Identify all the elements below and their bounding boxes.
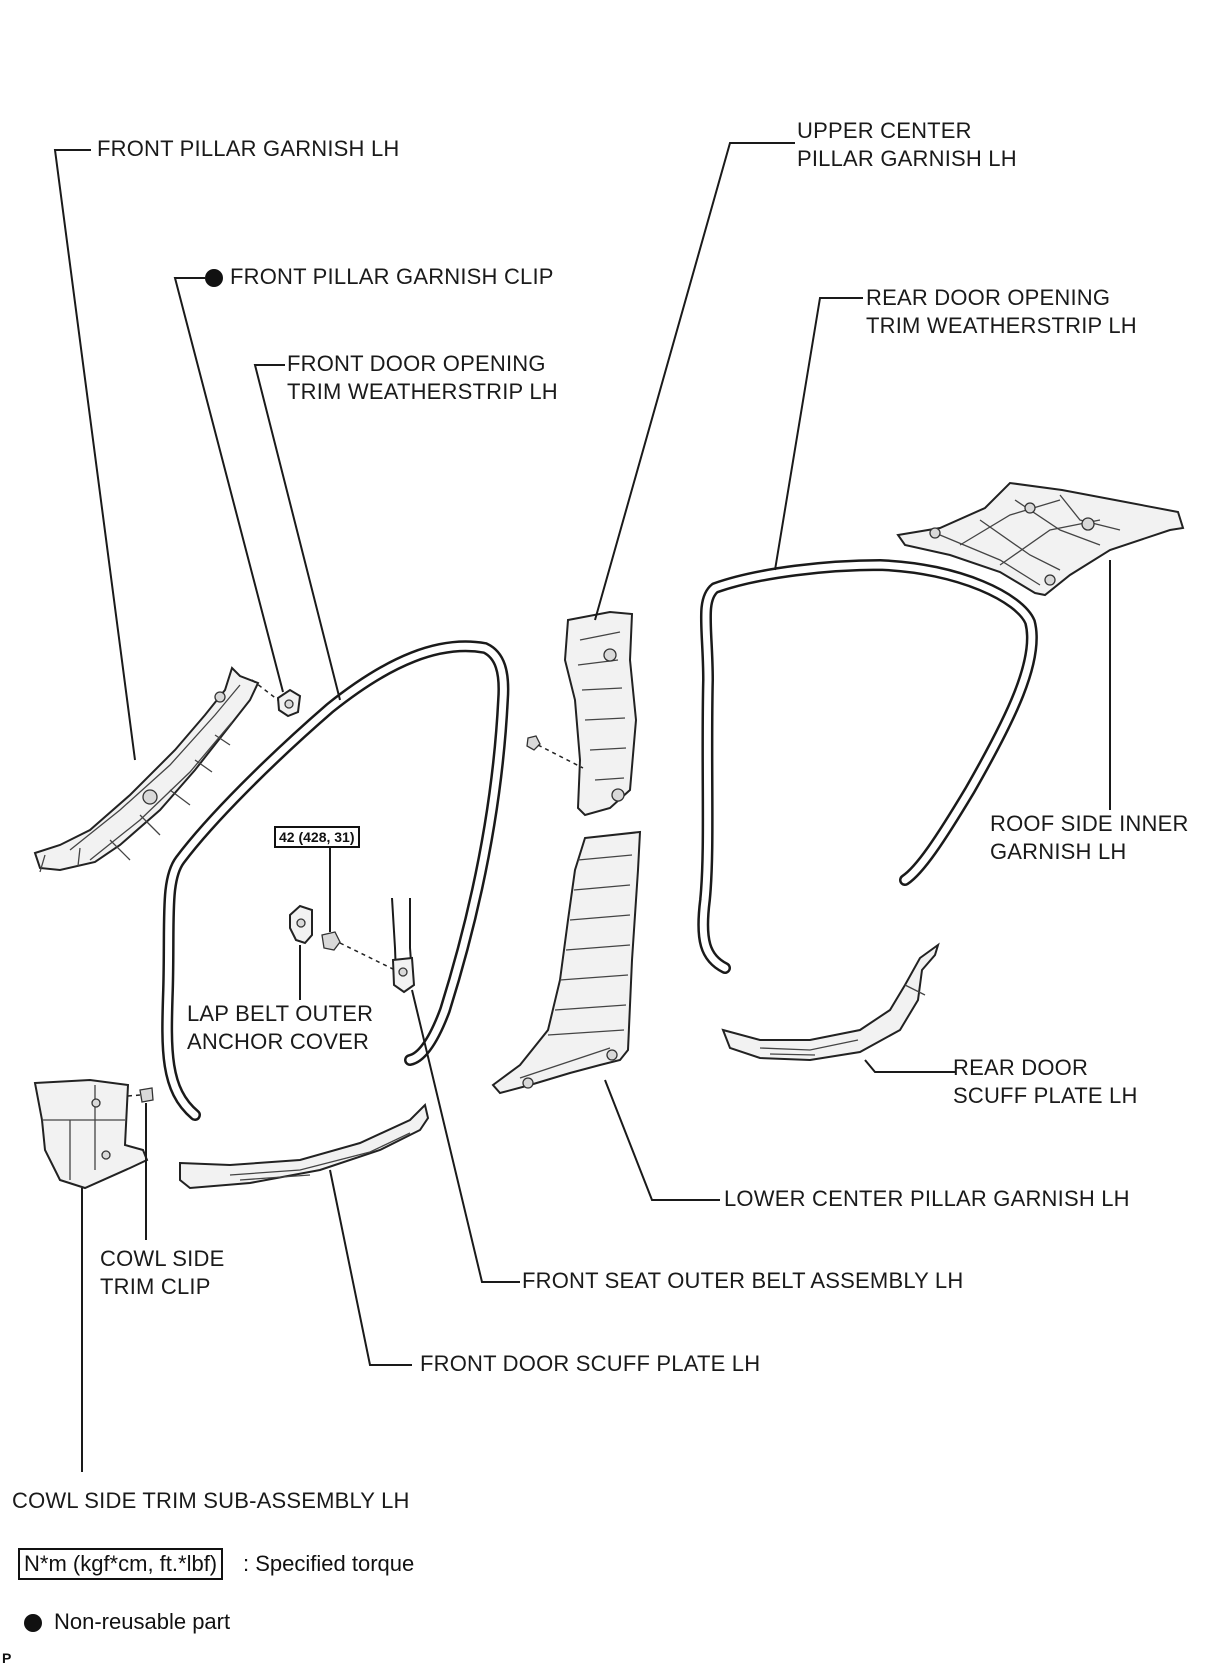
- upper-center-pillar-part: [526, 610, 638, 817]
- label-lap-belt-cover-2: ANCHOR COVER: [187, 1029, 370, 1054]
- label-front-door-opening-trim-1: FRONT DOOR OPENING: [287, 351, 546, 376]
- label-upper-center-pillar-1: UPPER CENTER: [797, 118, 972, 143]
- label-rear-door-opening-trim-2: TRIM WEATHERSTRIP LH: [866, 313, 1137, 338]
- label-roof-side-inner-2: GARNISH LH: [990, 839, 1127, 864]
- label-front-pillar-garnish-clip: FRONT PILLAR GARNISH CLIP: [230, 264, 554, 289]
- label-lower-center-pillar: LOWER CENTER PILLAR GARNISH LH: [724, 1186, 1130, 1211]
- label-cowl-side-clip-2: TRIM CLIP: [100, 1274, 211, 1299]
- label-upper-center-pillar-2: PILLAR GARNISH LH: [797, 146, 1017, 171]
- legend-non-reusable-icon: [24, 1614, 42, 1632]
- non-reusable-marker-icon: [205, 269, 223, 287]
- front-door-weatherstrip-part: [161, 640, 510, 1121]
- label-front-pillar-garnish: FRONT PILLAR GARNISH LH: [97, 136, 400, 161]
- lap-belt-anchor-cover-part: [289, 904, 396, 971]
- front-pillar-garnish-part: [33, 666, 260, 873]
- legend-torque-unit-box: N*m (kgf*cm, ft.*lbf): [18, 1548, 224, 1580]
- roof-side-inner-garnish-part: [896, 481, 1185, 597]
- label-lap-belt-cover-1: LAP BELT OUTER: [187, 1001, 374, 1026]
- label-cowl-side-trim: COWL SIDE TRIM SUB-ASSEMBLY LH: [12, 1488, 410, 1513]
- label-rear-door-opening-trim-1: REAR DOOR OPENING: [866, 285, 1111, 310]
- label-rear-door-scuff-2: SCUFF PLATE LH: [953, 1083, 1138, 1108]
- cowl-side-trim-part: [33, 1078, 154, 1190]
- front-seat-outer-belt-part: [391, 897, 416, 994]
- torque-value-box: 42 (428, 31): [274, 826, 360, 848]
- leader-lines: [53, 142, 1111, 1472]
- rear-door-weatherstrip-part: [697, 559, 1038, 974]
- lower-center-pillar-part: [491, 830, 642, 1095]
- label-roof-side-inner-1: ROOF SIDE INNER: [990, 811, 1189, 836]
- rear-door-scuff-plate-part: [721, 942, 940, 1062]
- label-rear-door-scuff-1: REAR DOOR: [953, 1055, 1089, 1080]
- front-pillar-garnish-clip-part: [251, 679, 302, 718]
- legend-torque-desc: : Specified torque: [243, 1551, 415, 1576]
- label-cowl-side-clip-1: COWL SIDE: [100, 1246, 225, 1271]
- label-front-door-scuff: FRONT DOOR SCUFF PLATE LH: [420, 1351, 761, 1376]
- label-front-door-opening-trim-2: TRIM WEATHERSTRIP LH: [287, 379, 558, 404]
- legend-non-reusable-text: Non-reusable part: [54, 1609, 231, 1634]
- front-door-scuff-plate-part: [179, 1103, 430, 1190]
- footer-code: P: [2, 1650, 12, 1666]
- label-front-seat-outer-belt: FRONT SEAT OUTER BELT ASSEMBLY LH: [522, 1268, 964, 1293]
